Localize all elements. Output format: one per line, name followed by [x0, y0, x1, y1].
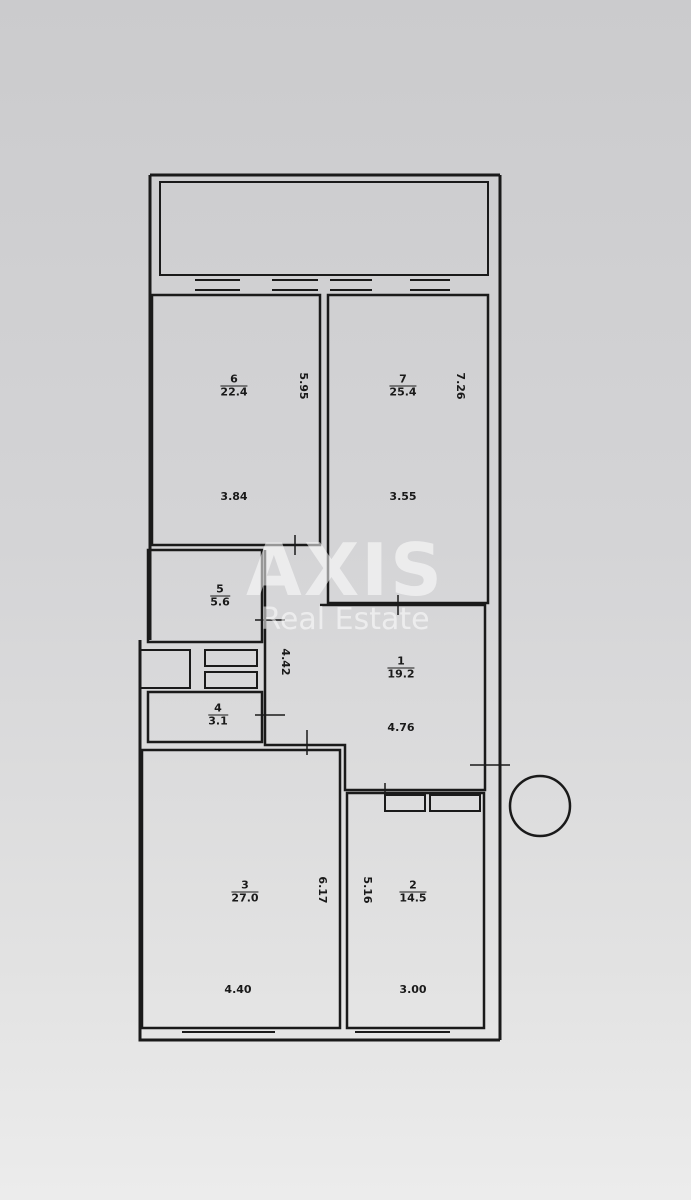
- room-1-width: 4.76: [387, 721, 415, 734]
- room-2-length: 5.16: [361, 876, 374, 904]
- room-3-number: 3: [231, 879, 259, 893]
- room-1-number: 1: [387, 655, 415, 669]
- room-2-walls: [345, 791, 486, 1030]
- room-7-walls: [326, 293, 490, 605]
- room-2-width: 3.00: [399, 983, 427, 996]
- room-1-length: 4.42: [279, 648, 292, 676]
- room-7-area: 25.4: [389, 385, 417, 399]
- room-1-walls: [263, 550, 487, 792]
- watermark-brand: AXIS: [246, 528, 444, 612]
- room-2-area: 14.5: [399, 891, 427, 905]
- watermark-subtitle: Real Estate: [260, 602, 430, 637]
- room-4-area: 3.1: [208, 714, 228, 728]
- room-4-number: 4: [208, 702, 228, 716]
- room-6-number: 6: [220, 373, 248, 387]
- windows: [182, 279, 450, 1041]
- room-3-area: 27.0: [231, 891, 259, 905]
- plumbing: [140, 649, 481, 812]
- room-1-area: 19.2: [387, 667, 415, 681]
- room-6-walls: [150, 293, 322, 547]
- outer-walls: [138, 173, 502, 1042]
- balcony: [159, 181, 489, 276]
- room-4-walls: [146, 690, 264, 744]
- room-walls: [140, 293, 490, 1030]
- room-3-width: 4.40: [224, 983, 252, 996]
- room-5-number: 5: [210, 583, 230, 597]
- room-7-length: 7.26: [454, 372, 467, 400]
- room-3-walls: [140, 748, 342, 1030]
- room-6-area: 22.4: [220, 385, 248, 399]
- room-5-area: 5.6: [210, 595, 230, 609]
- room-7-width: 3.55: [389, 490, 417, 503]
- doors: [255, 535, 510, 805]
- column-circle: [508, 774, 572, 838]
- room-7-number: 7: [389, 373, 417, 387]
- room-6-width: 3.84: [220, 490, 248, 503]
- room-5-walls: [146, 548, 264, 644]
- room-6-length: 5.95: [297, 372, 310, 400]
- room-3-length: 6.17: [316, 876, 329, 904]
- room-2-number: 2: [399, 879, 427, 893]
